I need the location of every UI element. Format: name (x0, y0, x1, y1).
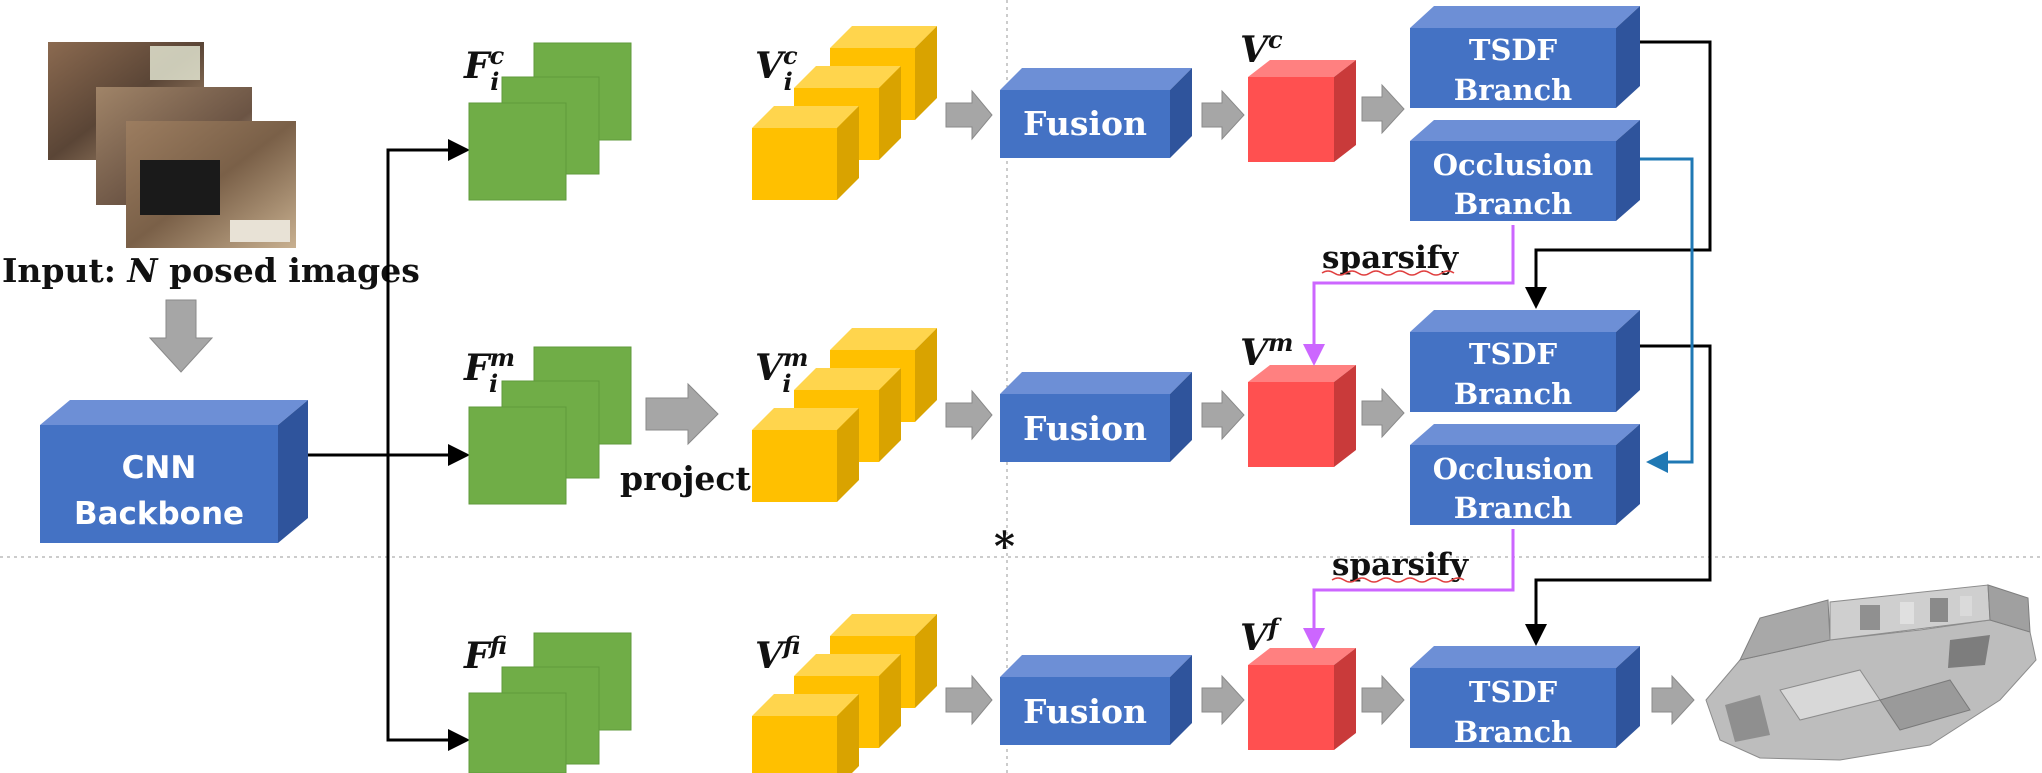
tsdf-label-line1: TSDF (1469, 33, 1558, 67)
project-arrow (645, 382, 719, 446)
volume-cube (752, 106, 859, 200)
occlusion-branch-medium: Occlusion Branch (1410, 424, 1640, 525)
tsdf-label-line1: TSDF (1469, 337, 1558, 371)
volume-to-tsdf-arrow-fine (1361, 674, 1405, 726)
fused-volume-medium (1248, 365, 1356, 467)
volume-stack-coarse (752, 26, 937, 200)
output-arrow (1651, 674, 1695, 726)
project-label: project (620, 459, 752, 498)
reconstructed-mesh (1705, 584, 2037, 761)
fusion-to-volume-arrow-fine (1201, 674, 1245, 726)
tsdf-label-line1: TSDF (1469, 675, 1558, 709)
fused-volume-coarse (1248, 60, 1356, 162)
volume-to-fusion-arrow-coarse (945, 89, 993, 141)
fusion-label: Fusion (1023, 409, 1147, 448)
fused-label-medium: Vm (1240, 328, 1293, 374)
input-caption: Input: N posed images (2, 251, 420, 290)
tsdf-branch-fine: TSDF Branch (1410, 646, 1640, 749)
volume-to-tsdf-arrow-coarse (1361, 83, 1405, 135)
sparsify-arrows (1303, 225, 1515, 650)
occlusion-label-line2: Branch (1454, 187, 1572, 221)
tsdf-branch-coarse: TSDF Branch (1410, 6, 1640, 108)
fusion-label: Fusion (1023, 692, 1147, 731)
volume-to-fusion-arrow-fine (945, 674, 993, 726)
volume-stack-medium (752, 328, 937, 502)
fused-label-fine: Vf (1240, 613, 1282, 659)
sparsify-underline-fine (1331, 577, 1465, 583)
cnn-label-line2: Backbone (74, 496, 244, 532)
fused-volume-fine (1248, 648, 1356, 750)
fused-label-coarse: Vc (1240, 25, 1283, 71)
feature-stack-fine (468, 632, 632, 773)
volume-to-tsdf-arrow-medium (1361, 387, 1405, 439)
backbone-branch-arrows (308, 139, 470, 751)
input-to-backbone-arrow (148, 299, 214, 373)
sparsify-label-coarse: sparsify (1322, 240, 1459, 276)
sparsify-underline-coarse (1321, 270, 1455, 276)
fusion-box-coarse: Fusion (1000, 68, 1192, 158)
volume-cube (752, 408, 859, 502)
volume-label-fine: Vfi (755, 631, 800, 677)
occlusion-label-line1: Occlusion (1433, 452, 1593, 486)
fusion-label: Fusion (1023, 104, 1147, 143)
feature-stack-coarse (468, 42, 632, 201)
tsdf-label-line2: Branch (1454, 377, 1572, 411)
feature-stack-medium (468, 346, 632, 505)
cnn-backbone-box: CNN Backbone (40, 400, 308, 543)
occlusion-branch-coarse: Occlusion Branch (1410, 120, 1640, 221)
input-images (48, 42, 296, 248)
occlusion-label-line1: Occlusion (1433, 148, 1593, 182)
fusion-box-fine: Fusion (1000, 655, 1192, 745)
tsdf-label-line2: Branch (1454, 73, 1572, 107)
fusion-box-medium: Fusion (1000, 372, 1192, 462)
fusion-to-volume-arrow-medium (1201, 389, 1245, 441)
feature-label-fine: Ffi (463, 631, 507, 677)
tsdf-branch-medium: TSDF Branch (1410, 310, 1640, 412)
sparsify-label-fine: sparsify (1332, 547, 1469, 583)
occlusion-feedback-arrow (1640, 157, 1694, 473)
tsdf-label-line2: Branch (1454, 715, 1572, 749)
fusion-to-volume-arrow-coarse (1201, 89, 1245, 141)
cnn-label-line1: CNN (122, 450, 197, 486)
volume-stack-fine (752, 614, 937, 773)
volume-to-fusion-arrow-medium (945, 389, 993, 441)
asterisk-marker: * (994, 523, 1015, 570)
tsdf-upsample-arrows (1525, 40, 1712, 646)
occlusion-label-line2: Branch (1454, 491, 1572, 525)
volume-cube (752, 694, 859, 773)
